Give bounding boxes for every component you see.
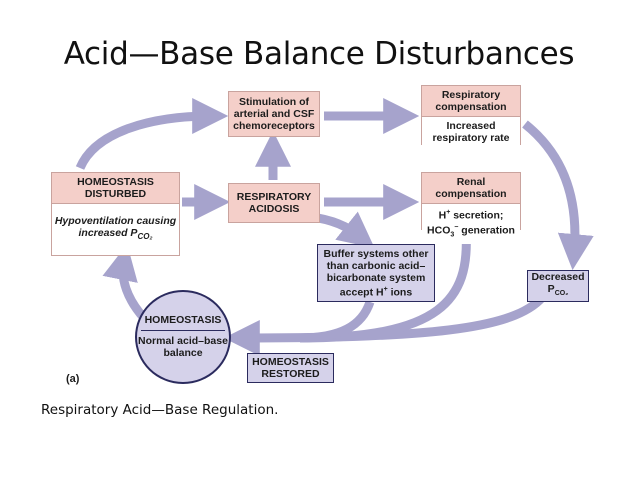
homeostasis-circle: HOMEOSTASIS Normal acid–base balance (135, 290, 231, 384)
arrow-renal-to-homeostasis (299, 231, 471, 343)
slide-caption: Respiratory Acid—Base Regulation. (41, 402, 279, 418)
respiratory-compensation-title: Respiratory compensation (422, 86, 520, 117)
homeostasis-disturbed-body: Hypoventilation causing increased PCO₂ (52, 204, 179, 255)
renal-compensation-box: Renal compensation H+ secretion; HCO3− g… (421, 172, 521, 245)
buffer-text-end: ions (387, 286, 413, 299)
decreased-sub: CO₂ (554, 290, 569, 298)
buffer-systems-box: Buffer systems other than carbonic acid–… (317, 244, 435, 302)
decreased-p: P (547, 283, 555, 296)
respiratory-compensation-body: Increased respiratory rate (422, 117, 520, 147)
renal-line2-b: generation (458, 224, 515, 236)
respiratory-acidosis-text: RESPIRATORY ACIDOSIS (236, 191, 312, 215)
arrow-disturbed-to-stimulation (75, 98, 229, 170)
figure-label: (a) (66, 373, 80, 385)
renal-line1-b: secretion; (450, 209, 504, 222)
arrow-buffer-to-homeostasis (299, 300, 375, 343)
buffer-text: Buffer systems other than carbonic acid–… (323, 247, 429, 299)
renal-compensation-title: Renal compensation (422, 173, 520, 204)
stimulation-box: Stimulation of arterial and CSF chemorec… (228, 91, 320, 137)
disturbed-body-text: Hypoventilation causing increased P (54, 215, 177, 240)
slide-title: Acid—Base Balance Disturbances (63, 36, 575, 72)
homeostasis-disturbed-box: HOMEOSTASIS DISTURBED Hypoventilation ca… (51, 172, 180, 256)
renal-line2-sub: 3 (450, 231, 455, 239)
homeostasis-body: Normal acid–base balance (138, 335, 228, 359)
buffer-sup: + (383, 285, 388, 293)
respiratory-compensation-box: Respiratory compensation Increased respi… (421, 85, 521, 147)
decreased-pco2-box: Decreased PCO₂ (527, 270, 589, 302)
decreased-title: Decreased (531, 271, 585, 284)
arrow-acidosis-to-buffer (317, 211, 375, 249)
respiratory-acidosis-box: RESPIRATORY ACIDOSIS (228, 183, 320, 223)
renal-line2-a: HCO (427, 224, 451, 236)
renal-line2-sup: − (454, 223, 459, 231)
homeostasis-title: HOMEOSTASIS (141, 314, 225, 331)
homeostasis-disturbed-title: HOMEOSTASIS DISTURBED (52, 173, 179, 204)
disturbed-body-sub: CO₂ (137, 232, 153, 242)
arrow-resp-comp-to-decreased (522, 120, 594, 271)
renal-compensation-body: H+ secretion; HCO3− generation (422, 204, 520, 245)
renal-line1-sup: + (446, 209, 451, 216)
homeostasis-restored-box: HOMEOSTASIS RESTORED (247, 353, 334, 383)
renal-line1-a: H (438, 209, 447, 222)
stimulation-text: Stimulation of arterial and CSF chemorec… (233, 96, 315, 132)
homeostasis-restored-text: HOMEOSTASIS RESTORED (252, 356, 329, 380)
arrow-homeostasis-to-disturbed (102, 244, 148, 321)
